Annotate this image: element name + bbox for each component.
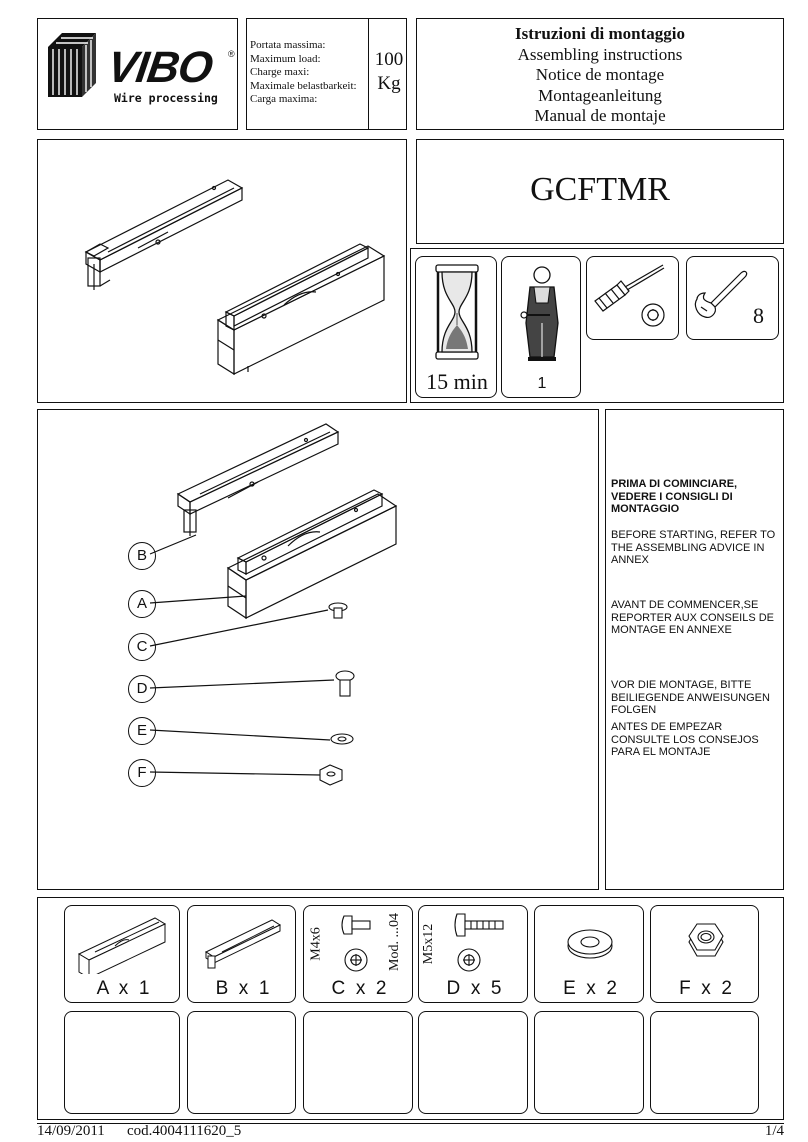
part-check-slot-d: [418, 1011, 528, 1114]
part-card-c: M4x6 Mod. ...04 C x 2: [303, 905, 413, 1003]
load-label: Maximale belastbarkeit:: [250, 79, 357, 92]
wrench-icon: [694, 270, 748, 318]
parts-list-box: A x 1 B x 1 M4x6 Mo: [37, 897, 784, 1120]
load-labels: Portata massima: Maximum load: Charge ma…: [250, 39, 357, 107]
part-a-label: A x 1: [96, 978, 150, 999]
part-check-slot-b: [187, 1011, 296, 1114]
part-d-label: D x 5: [446, 978, 502, 999]
load-label: Maximum load:: [250, 52, 321, 65]
part-check-slot-f: [650, 1011, 759, 1114]
part-card-d: M5x12 D x 5: [418, 905, 528, 1003]
title-line-fr: Notice de montage: [535, 65, 665, 84]
advice-list: PRIMA DI COMINCIARE, VEDERE I CONSIGLI D…: [611, 478, 781, 759]
title-line-en: Assembling instructions: [517, 44, 683, 64]
part-b-label: B x 1: [215, 978, 270, 999]
tool-time-card: 15 min: [415, 256, 497, 398]
footer-date: 14/09/2011: [37, 1123, 105, 1139]
screw-icon: [454, 913, 504, 972]
callout-d: D: [128, 675, 156, 703]
callout-f: F: [128, 759, 156, 787]
footer-rule: [37, 1123, 784, 1124]
product-code: GCFTMR: [530, 171, 670, 208]
screw-icon: [341, 915, 371, 972]
screwdriver-icon: [594, 264, 665, 327]
footer-page: 1/4: [764, 1123, 784, 1139]
rail-with-base-icon: [77, 917, 167, 974]
part-c-model: Mod. ...04: [386, 913, 402, 971]
part-card-a: A x 1: [64, 905, 180, 1003]
advice-box: PRIMA DI COMINCIARE, VEDERE I CONSIGLI D…: [605, 409, 784, 890]
brand-tagline: Wire processing: [114, 91, 218, 105]
worker-icon: [520, 266, 559, 361]
load-unit: Kg: [377, 73, 401, 94]
load-divider: [368, 19, 369, 129]
slide-rail-icon: [204, 919, 282, 969]
tool-screwdriver-card: [586, 256, 679, 340]
washer-icon: [567, 929, 613, 959]
part-card-f: F x 2: [650, 905, 759, 1003]
persons-count: 1: [537, 375, 547, 392]
callout-c: C: [128, 633, 156, 661]
assembly-time: 15 min: [426, 369, 488, 394]
load-box: Portata massima: Maximum load: Charge ma…: [246, 18, 407, 130]
registered-mark: ®: [228, 49, 235, 59]
load-value: 100: [374, 49, 404, 70]
advice-de: VOR DIE MONTAGE, BITTE BEILIEGENDE ANWEI…: [611, 679, 770, 716]
part-c-label: C x 2: [331, 978, 387, 999]
part-check-slot-a: [64, 1011, 180, 1114]
vibo-logo-crate-icon: [48, 33, 96, 97]
wrench-size: 8: [753, 303, 764, 328]
part-d-size: M5x12: [421, 923, 437, 965]
exploded-view-box: B A C D E F: [37, 409, 599, 890]
brand-name: VIBO: [104, 43, 216, 92]
part-check-slot-e: [534, 1011, 644, 1114]
logo-box: VIBO ® Wire processing: [37, 18, 238, 130]
advice-fr: AVANT DE COMMENCER,SE REPORTER AUX CONSE…: [611, 599, 775, 636]
advice-es: ANTES DE EMPEZAR CONSULTE LOS CONSEJOS P…: [611, 721, 759, 758]
product-code-box: GCFTMR: [416, 139, 784, 244]
hex-nut-icon: [688, 923, 724, 957]
exploded-view-illustration: [149, 423, 398, 786]
part-e-label: E x 2: [563, 978, 617, 999]
title-line-it: Istruzioni di montaggio: [514, 24, 686, 43]
tool-wrench-card: 8: [686, 256, 779, 340]
title-box: Istruzioni di montaggio Assembling instr…: [416, 18, 784, 130]
load-label: Carga maxima:: [250, 93, 318, 105]
product-overview-box: [37, 139, 407, 403]
advice-it: PRIMA DI COMINCIARE, VEDERE I CONSIGLI D…: [611, 478, 738, 515]
callout-a: A: [128, 590, 156, 618]
callout-b: B: [128, 542, 156, 570]
part-c-size: M4x6: [308, 927, 324, 961]
product-overview-illustration: [84, 179, 386, 376]
title-line-de: Montageanleitung: [538, 85, 662, 105]
callout-e: E: [128, 717, 156, 745]
tools-box: 15 min 1: [410, 248, 784, 403]
footer-code: cod.4004111620_5: [127, 1123, 242, 1139]
part-card-e: E x 2: [534, 905, 644, 1003]
hourglass-icon: [435, 264, 479, 360]
part-check-slot-c: [303, 1011, 413, 1114]
load-label: Portata massima:: [250, 39, 326, 51]
load-label: Charge maxi:: [250, 66, 310, 78]
part-f-label: F x 2: [679, 978, 732, 999]
advice-en: BEFORE STARTING, REFER TO THE ASSEMBLING…: [611, 529, 776, 566]
title-line-es: Manual de montaje: [534, 106, 666, 125]
part-card-b: B x 1: [187, 905, 296, 1003]
tool-persons-card: 1: [501, 256, 581, 398]
